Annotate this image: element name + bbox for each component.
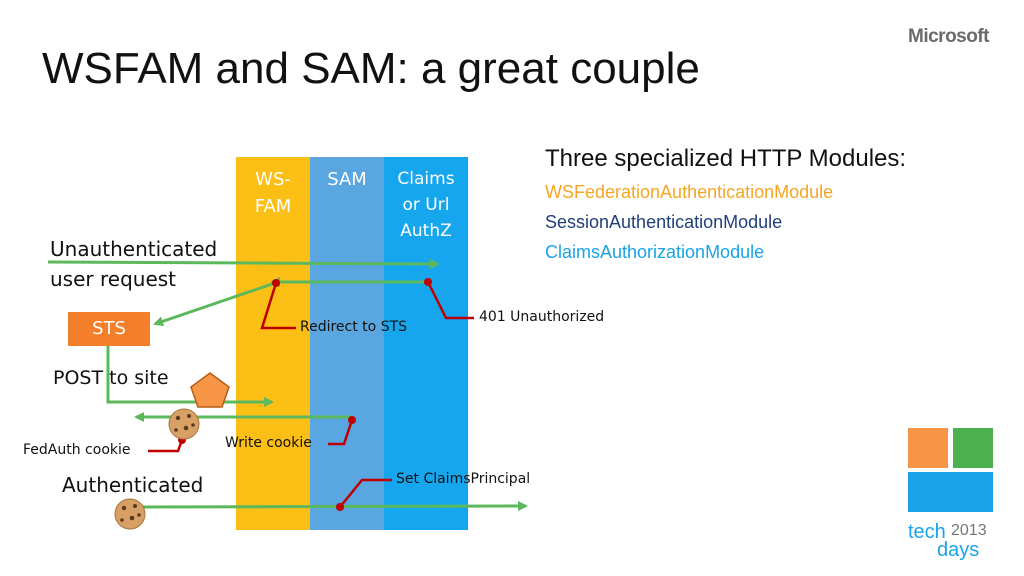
redirect-connector [260,282,296,330]
write-cookie-label: Write cookie [225,435,312,451]
write-cookie-dot [348,416,356,424]
token-pentagon-icon [190,372,230,408]
redirect-dot [272,279,280,287]
logo-tile-blue [908,472,993,512]
wsfam-column-label: WS- FAM [236,166,310,220]
set-claims-principal-label: Set ClaimsPrincipal [396,471,531,487]
module-claims: ClaimsAuthorizationModule [545,242,765,262]
logo-tile-orange [908,428,948,468]
claims-label-line: Claims [397,169,455,189]
http-modules-list: Three specialized HTTP Modules: WSFedera… [545,145,906,263]
set-principal-dot [336,503,344,511]
sts-box: STS [68,312,150,346]
post-to-site-label: POST to site [53,367,169,389]
claims-label-line: or Url [402,195,450,215]
arrow-authenticated [139,501,528,512]
sam-column-label: SAM [310,166,384,193]
authenticated-label: Authenticated [62,473,204,497]
logo-word-tech: tech [908,521,946,543]
modules-heading: Three specialized HTTP Modules: [545,145,907,172]
wsfam-column [236,157,310,530]
flow-arrows [47,258,528,512]
wsfam-label-line: FAM [254,196,292,217]
unauthorized-401-label: 401 Unauthorized [479,309,605,325]
wsfam-label-line: WS- [255,169,291,190]
unauthorized-dot [424,278,432,286]
module-sam: SessionAuthenticationModule [545,212,783,232]
cookie-icon [114,498,146,530]
fedauth-cookie-label: FedAuth cookie [23,442,131,458]
arrow-to-sts [153,281,276,327]
module-wsfam: WSFederationAuthenticationModule [545,182,834,202]
set-principal-connector [339,478,392,508]
claims-column [384,157,468,530]
unauth-line: user request [50,267,177,291]
unauthenticated-request-label: Unauthenticated user request [50,234,217,294]
sam-column [310,157,384,530]
cookie-icon [168,408,200,440]
arrow-request-in [47,258,440,269]
claims-label-line: AuthZ [400,221,452,241]
claims-column-label: Claims or Url AuthZ [386,166,466,244]
write-cookie-connector [328,419,354,446]
techdays-logo: tech 2013 days [908,428,993,561]
sam-label-line: SAM [327,169,367,190]
slide-title: WSFAM and SAM: a great couple [42,44,700,93]
redirect-to-sts-label: Redirect to STS [300,319,408,335]
microsoft-logo: Microsoft [908,26,990,47]
logo-tile-green [953,428,993,468]
logo-word-days: days [937,539,979,561]
logo-year: 2013 [951,522,987,539]
unauthorized-connector [426,281,474,320]
unauth-line: Unauthenticated [50,237,218,261]
fedauth-connector [148,439,184,453]
arrow-post-to-site [106,346,274,407]
